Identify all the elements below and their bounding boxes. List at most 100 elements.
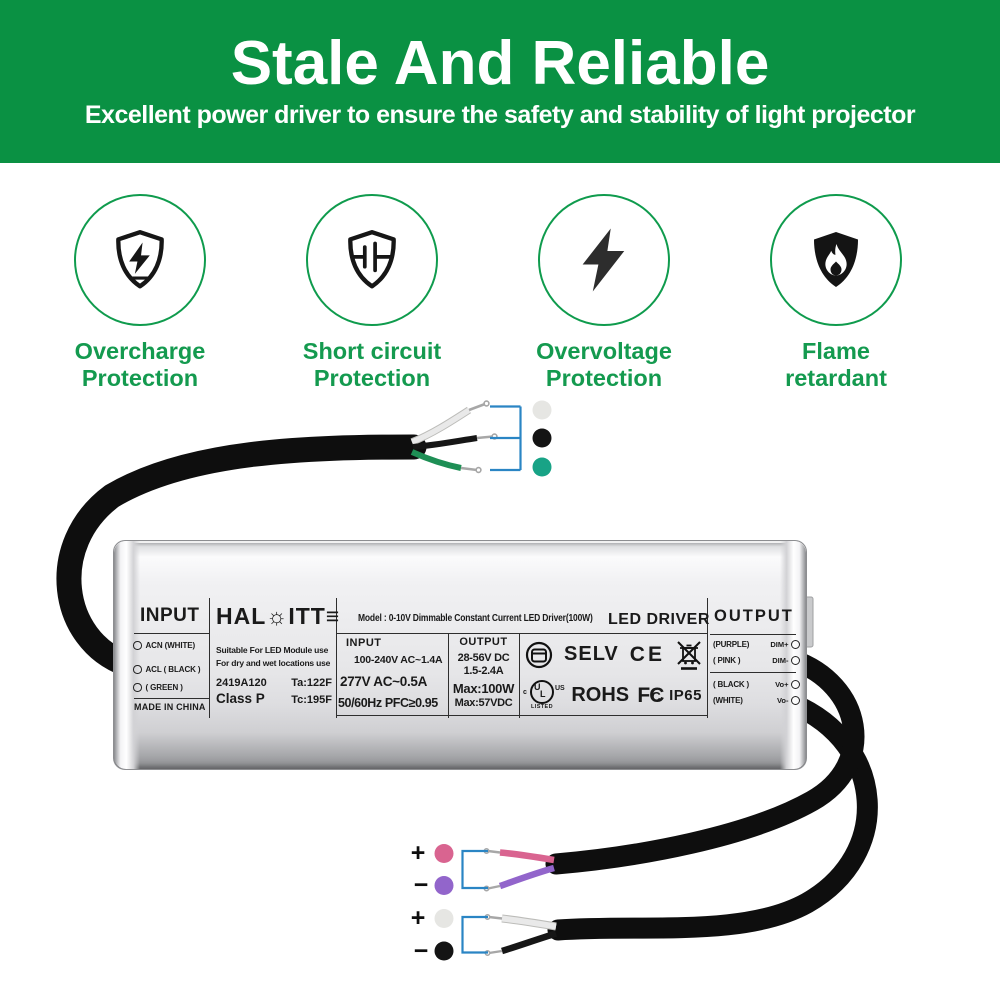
spec-output-v4: Max:57VDC <box>454 697 513 709</box>
input-wire-black <box>412 435 478 450</box>
dot-white <box>434 909 454 928</box>
banner: Stale And Reliable Excellent power drive… <box>0 0 1000 163</box>
input-section-header: INPUT <box>140 605 200 626</box>
feature-circle <box>306 194 438 326</box>
terminal-circle-icon <box>133 641 142 650</box>
aluminum-end-cap-left <box>114 541 140 769</box>
divider <box>336 715 707 717</box>
weee-bin-icon <box>677 640 701 670</box>
shield-flame-icon <box>814 232 858 287</box>
ul-circle-icon <box>530 679 554 704</box>
part-number-row: 2419A120 Ta:122F <box>216 677 332 689</box>
feature-circle <box>770 194 902 326</box>
separator <box>707 598 709 718</box>
terminal-row: ACN (WHITE) <box>133 640 195 651</box>
led-driver-body: INPUT ACN (WHITE) ACL ( BLACK ) ( GREEN … <box>113 540 807 770</box>
divider <box>336 633 707 635</box>
aluminum-end-cap-right <box>780 541 806 769</box>
terminal-row: ( GREEN ) <box>133 682 183 693</box>
dot-black <box>532 428 552 448</box>
spec-input-v3: 50/60Hz PFC≥0.95 <box>338 696 438 710</box>
fcc-mark: F C C <box>637 683 665 707</box>
feature-short-circuit: Short circuit Protection <box>262 194 482 392</box>
spec-output-header: OUTPUT <box>459 636 508 648</box>
certifications: SELV CE U L c <box>522 635 705 717</box>
output-terminal-row: ( PINK ) DIM- <box>713 654 800 667</box>
spec-input-v1: 100-240V AC~1.4A <box>354 654 443 666</box>
feature-flame-retardant: Flame retardant <box>726 194 946 392</box>
dot-pink <box>434 844 454 863</box>
output-wire-white <box>501 915 557 930</box>
dim-bracket <box>461 849 488 890</box>
plus-sign-vo: + <box>410 904 426 932</box>
minus-sign-dim: − <box>413 871 429 899</box>
separator <box>336 598 338 718</box>
ce-mark: CE <box>629 642 665 666</box>
feature-overvoltage: Overvoltage Protection <box>494 194 714 392</box>
wire-tip <box>476 435 494 440</box>
terminal-circle-icon <box>790 655 800 666</box>
class-row: Class P Tc:195F <box>216 691 332 706</box>
feature-overcharge: Overcharge Protection <box>30 194 250 392</box>
wire-tip <box>487 849 501 854</box>
wire-tip <box>487 884 501 890</box>
feature-circle <box>74 194 206 326</box>
page-subtitle: Excellent power driver to ensure the saf… <box>84 101 916 129</box>
input-wire-white <box>410 407 471 445</box>
separator <box>209 598 211 718</box>
cert-row-2: U L c US LISTED ROHS F C C IP65 <box>522 679 705 713</box>
ul-listed-mark: U L c US LISTED <box>523 679 565 710</box>
output-wire-pink <box>499 849 555 864</box>
dot-green <box>532 457 552 477</box>
lightning-bolt-icon <box>582 228 625 292</box>
feature-label: Overcharge Protection <box>74 338 206 391</box>
class-rating: Class P <box>216 691 265 706</box>
ip65-mark: IP65 <box>669 687 702 704</box>
page-title: Stale And Reliable <box>230 29 770 98</box>
shield-bolt-icon <box>116 229 164 289</box>
divider <box>710 672 796 674</box>
terminal-circle-icon <box>790 679 800 690</box>
divider <box>134 698 210 700</box>
feature-label: Overvoltage Protection <box>536 338 672 391</box>
wire-tip <box>460 466 478 472</box>
output-terminal-row: (PURPLE) DIM+ <box>713 638 800 651</box>
feature-label: Short circuit Protection <box>302 338 442 391</box>
terminal-circle-icon <box>133 665 142 674</box>
separator <box>448 633 450 718</box>
wire-tip <box>488 915 503 920</box>
dot-purple <box>434 876 454 895</box>
divider <box>710 634 796 636</box>
selv-mark: SELV <box>564 643 619 665</box>
output-wire-purple <box>498 864 555 890</box>
output-terminal-row: ( BLACK ) Vo+ <box>713 678 800 691</box>
output-section-header: OUTPUT <box>714 607 794 625</box>
wire-tip-loop <box>475 466 482 474</box>
dot-white <box>532 400 552 420</box>
output-cable-dim <box>545 649 865 875</box>
cert-row-1: SELV CE <box>522 640 705 670</box>
product-type: LED DRIVER <box>608 611 710 628</box>
input-wire-bracket <box>490 405 522 472</box>
brand-logo: HAL☼ITT≡ <box>216 603 341 629</box>
spec-output-v2: 1.5-2.4A <box>463 665 504 677</box>
plus-sign-dim: + <box>410 839 426 867</box>
feature-circle <box>538 194 670 326</box>
divider <box>134 633 210 635</box>
origin-label: MADE IN CHINA <box>134 702 206 712</box>
feature-label: Flame retardant <box>785 338 887 391</box>
part-number: 2419A120 <box>216 677 267 689</box>
terminal-circle-icon <box>133 683 142 692</box>
output-terminal-row: (WHITE) Vo- <box>713 694 800 707</box>
ta-rating: Ta:122F <box>291 677 332 689</box>
terminal-row: ACL ( BLACK ) <box>133 664 201 675</box>
usage-notes: Suitable For LED Module use For dry and … <box>216 645 331 668</box>
terminal-circle-icon <box>790 695 800 706</box>
separator <box>519 633 521 718</box>
rohs-mark: ROHS <box>571 684 630 706</box>
wire-tip-loop <box>483 400 490 407</box>
spec-output-v1: 28-56V DC <box>457 652 510 664</box>
terminal-circle-icon <box>790 639 800 650</box>
